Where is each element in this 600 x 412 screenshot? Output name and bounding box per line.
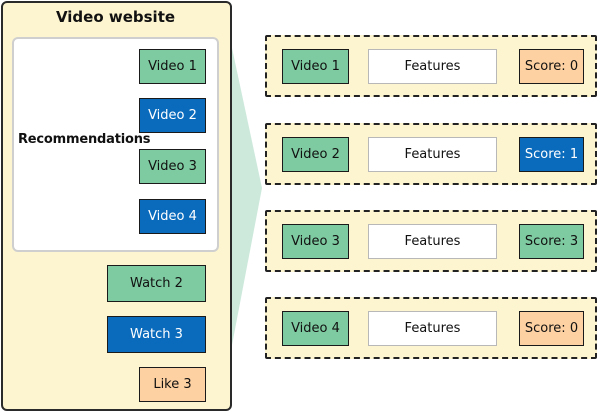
row-2-features: Features: [368, 137, 497, 172]
action-like-3: Like 3: [139, 367, 206, 402]
website-title: Video website: [55, 8, 176, 26]
action-watch-2: Watch 2: [107, 265, 206, 302]
row-3-features: Features: [368, 224, 497, 259]
recommendations-label: Recommendations: [18, 132, 151, 147]
recommended-video-1[interactable]: Video 1: [139, 49, 206, 84]
row-1-score: Score: 0: [519, 49, 584, 84]
row-4-score: Score: 0: [519, 311, 584, 346]
action-watch-3: Watch 3: [107, 316, 206, 353]
row-4-video: Video 4: [282, 311, 349, 346]
recommended-video-3[interactable]: Video 3: [139, 149, 206, 184]
row-3-video: Video 3: [282, 224, 349, 259]
row-2-score: Score: 1: [519, 137, 584, 172]
row-3-score: Score: 3: [519, 224, 584, 259]
row-1-features: Features: [368, 49, 497, 84]
row-1-video: Video 1: [282, 49, 349, 84]
recommended-video-4[interactable]: Video 4: [139, 199, 206, 234]
row-4-features: Features: [368, 311, 497, 346]
recommended-video-2[interactable]: Video 2: [139, 98, 206, 133]
row-2-video: Video 2: [282, 137, 349, 172]
